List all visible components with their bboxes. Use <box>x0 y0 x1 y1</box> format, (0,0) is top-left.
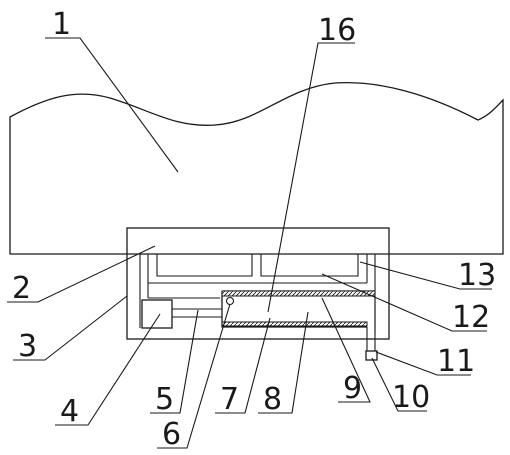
leader-16 <box>267 42 355 313</box>
callout-5: 5 <box>155 382 174 417</box>
callout-12: 12 <box>452 300 490 335</box>
leader-2 <box>7 245 156 303</box>
callout-6: 6 <box>162 417 181 452</box>
callout-1: 1 <box>52 7 71 42</box>
leader-8 <box>258 311 309 414</box>
motor-block <box>141 299 173 329</box>
callout-9: 9 <box>343 371 362 406</box>
leader-12 <box>321 273 487 332</box>
leader-lines <box>7 37 492 449</box>
callout-16: 16 <box>318 13 356 48</box>
leader-11 <box>375 351 471 376</box>
callout-10: 10 <box>392 380 430 415</box>
outlet-pipe <box>366 296 376 351</box>
hatched-top-strip <box>221 290 376 297</box>
compartment-right <box>260 254 359 277</box>
callout-7: 7 <box>220 382 239 417</box>
callout-labels: 1 16 2 3 4 5 6 7 8 9 10 11 12 13 <box>12 7 496 452</box>
hatched-bottom-strip <box>221 321 368 327</box>
leader-1 <box>45 37 179 173</box>
leader-3 <box>13 295 128 361</box>
callout-8: 8 <box>263 382 282 417</box>
callout-2: 2 <box>12 271 31 306</box>
compartment-left <box>156 254 253 277</box>
leader-4 <box>55 313 161 426</box>
leader-5 <box>150 309 199 414</box>
callout-13: 13 <box>458 258 496 293</box>
callout-4: 4 <box>60 394 79 429</box>
leader-7 <box>215 317 271 414</box>
leader-9 <box>321 297 371 403</box>
leader-10 <box>371 357 427 412</box>
sensor-circle <box>225 296 235 306</box>
callout-11: 11 <box>437 344 475 379</box>
upper-body-part <box>9 81 504 255</box>
callout-3: 3 <box>18 329 37 364</box>
housing-box <box>126 227 390 340</box>
outlet-nozzle <box>365 350 378 361</box>
leader-13 <box>359 261 492 290</box>
leader-6 <box>157 303 231 449</box>
